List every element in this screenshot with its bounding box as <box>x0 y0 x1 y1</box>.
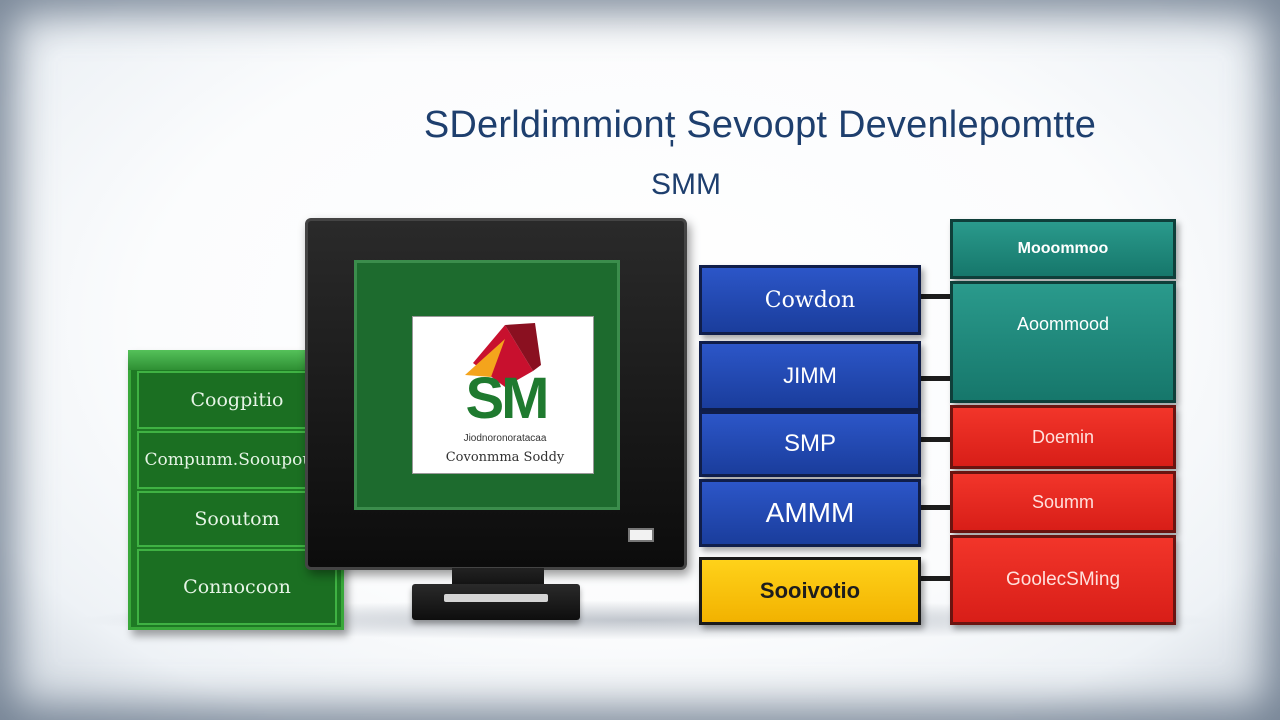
right-box-2: Aoommood <box>950 281 1176 403</box>
green-row-4: Connocoon <box>137 549 337 625</box>
logo-card: SM Jiodnoronoratacaa Covonmma Soddy <box>412 316 594 474</box>
right-box-1: Mooommoo <box>950 219 1176 279</box>
connector-5 <box>920 576 952 581</box>
middle-box-2: JIMM <box>699 341 921 411</box>
connector-2 <box>920 376 952 381</box>
monitor-stand-slot <box>444 594 548 602</box>
power-button <box>628 528 654 542</box>
logo-roof-icon <box>465 323 541 387</box>
diagram-subtitle: SMM <box>651 168 721 201</box>
connector-4 <box>920 505 952 510</box>
right-box-3: Doemin <box>950 405 1176 469</box>
logo-caption-1: Jiodnoronoratacaa <box>463 433 547 444</box>
green-row-3: Sooutom <box>137 491 337 547</box>
right-box-5: GoolecSMing <box>950 535 1176 625</box>
right-box-4: Soumm <box>950 471 1176 533</box>
connector-3 <box>920 437 952 442</box>
middle-box-5: Sooivotio <box>699 557 921 625</box>
logo-text: SM <box>465 366 550 431</box>
middle-box-3: SMP <box>699 411 921 477</box>
green-row-2: Compunm.Sooupoum <box>137 431 337 489</box>
logo-caption-2: Covonmma Soddy <box>445 450 565 465</box>
middle-box-4: AMMM <box>699 479 921 547</box>
connector-1 <box>920 294 952 299</box>
middle-box-1: Cowdon <box>699 265 921 335</box>
monitor-stand-neck <box>452 568 544 588</box>
monitor-stand-base <box>412 584 580 620</box>
green-stack-top <box>128 350 344 370</box>
diagram-title: SDerldimmiont̩ Sevoopt Devenlepomtte <box>423 104 1097 146</box>
